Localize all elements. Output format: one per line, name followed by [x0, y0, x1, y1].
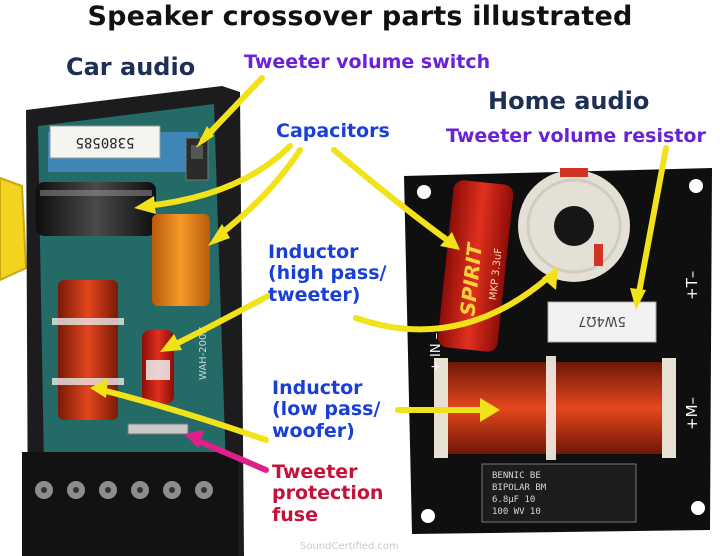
- bipolar-capacitor: [481, 463, 637, 523]
- orange-capacitor: [152, 214, 210, 306]
- car-crossover: 5380585 WAH-200Z: [22, 86, 244, 556]
- terminal-block: [22, 452, 238, 556]
- terminal-m-text: +M–: [683, 397, 701, 430]
- label-tweeter-switch: Tweeter volume switch: [244, 51, 491, 73]
- label-inductor-high: Inductor (high pass/ tweeter): [268, 241, 387, 306]
- label-tweeter-resistor: Tweeter volume resistor: [446, 125, 706, 147]
- arrow-inductor-home: [353, 273, 553, 333]
- arrow-tweeter-switch: [200, 75, 265, 143]
- resistor-code-text: 5W4Ω7: [578, 313, 626, 328]
- watermark: SoundCertified.com: [300, 541, 399, 552]
- arrow-resistor: [635, 145, 669, 301]
- car-audio-heading: Car audio: [66, 53, 196, 81]
- arrow-inductor-car-low: [99, 387, 269, 443]
- board-code-text: 5380585: [75, 134, 134, 150]
- arrow-fuse: [184, 430, 269, 473]
- arrow-cap-orange: [215, 147, 303, 239]
- terminal-t-text: +T–: [683, 271, 701, 300]
- red-film-capacitor: SPIRIT MKP 3.3uF: [437, 180, 514, 352]
- label-inductor-low: Inductor (low pass/ woofer): [272, 377, 381, 442]
- white-resistor: [547, 301, 657, 343]
- terminal-in-text: + IN –: [429, 333, 444, 372]
- code-sticker: [49, 125, 161, 159]
- car-inductor: [58, 280, 118, 420]
- cap2-line1: BENNIC BE: [492, 471, 541, 481]
- ring-inductor: [518, 168, 630, 282]
- label-fuse: Tweeter protection fuse: [272, 461, 384, 526]
- cap-spec-text: MKP 3.3uF: [488, 247, 504, 300]
- tweeter-fuse: [127, 423, 189, 435]
- cap2-line3: 6.8μF 10: [492, 495, 535, 505]
- arrow-cap-spirit: [331, 147, 453, 245]
- yellow-object: [0, 176, 28, 282]
- board-side-text: WAH-200Z: [198, 327, 209, 380]
- cap2-line4: 100 WV 10: [492, 507, 541, 517]
- arrow-inductor-car: [169, 293, 271, 349]
- page-title: Speaker crossover parts illustrated: [87, 1, 633, 32]
- cap2-line2: BIPOLAR BM: [492, 483, 547, 493]
- home-audio-heading: Home audio: [488, 87, 650, 115]
- arrow-cap-black: [143, 143, 293, 209]
- home-crossover: SPIRIT MKP 3.3uF 5W4Ω7 BENNIC BE BIPOLAR…: [404, 168, 712, 534]
- label-capacitors: Capacitors: [276, 120, 390, 142]
